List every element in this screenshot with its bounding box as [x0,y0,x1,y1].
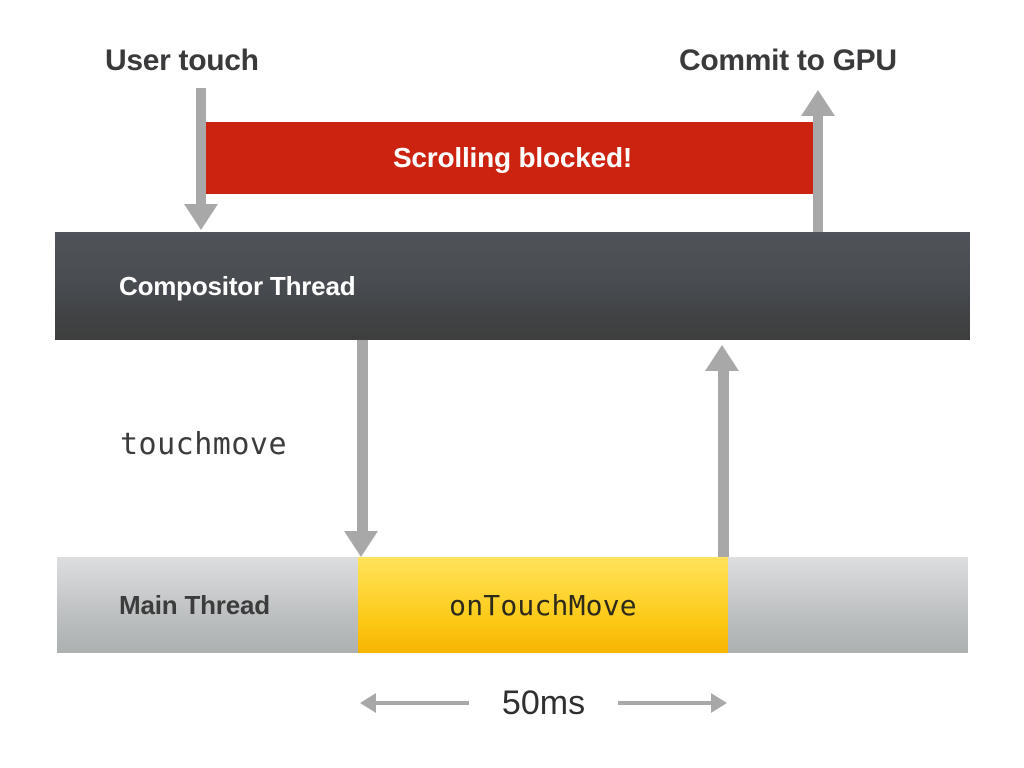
commit-to-gpu-up-arrow-icon [801,90,835,116]
scrolling-blocked-bar: Scrolling blocked! [206,122,819,194]
main-thread-label: Main Thread [119,589,270,620]
main-thread-bar: Main Thread onTouchMove [57,557,968,653]
touchmove-arrow-shaft [357,340,368,534]
handler-return-up-arrow-icon [705,345,739,371]
measure-left-arrow-icon [360,693,376,713]
commit-to-gpu-arrow-shaft [813,116,823,232]
user-touch-label: User touch [105,44,259,77]
measure-left-line [374,701,469,705]
measure-right-line [618,701,713,705]
ontouchmove-handler-label: onTouchMove [449,588,637,622]
user-touch-arrow-shaft [196,88,206,206]
commit-to-gpu-label: Commit to GPU [679,44,897,77]
duration-measure: 50ms [360,676,727,732]
duration-label: 50ms [501,684,586,722]
user-touch-down-arrow-icon [184,204,218,230]
compositor-thread-bar: Compositor Thread [55,232,970,340]
ontouchmove-handler-block: onTouchMove [358,557,728,653]
measure-right-arrow-icon [711,693,727,713]
scrolling-blocked-label: Scrolling blocked! [392,142,633,173]
compositor-thread-label: Compositor Thread [119,270,356,301]
handler-return-arrow-shaft [718,371,729,557]
touchmove-down-arrow-icon [344,531,378,557]
touchmove-event-label: touchmove [120,427,288,462]
